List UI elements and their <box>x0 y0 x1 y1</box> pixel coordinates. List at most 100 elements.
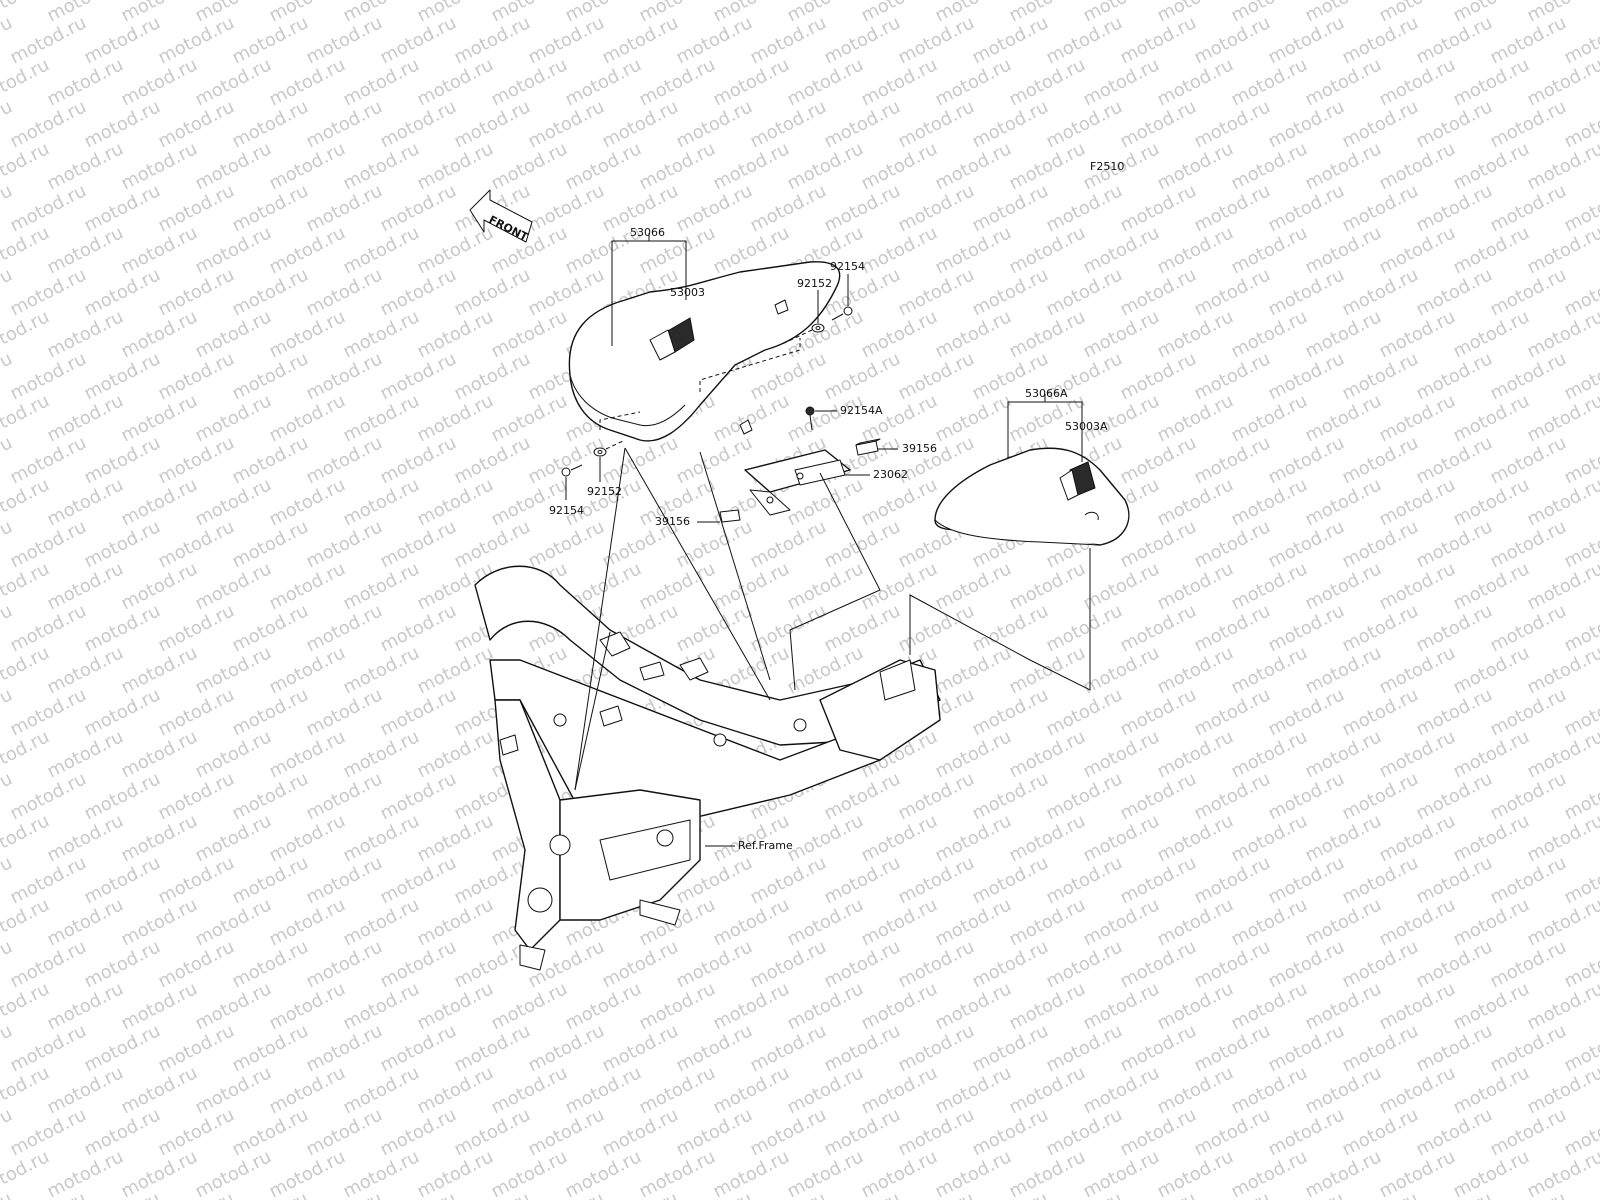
watermark-text: motod.ru <box>1117 768 1200 824</box>
watermark-text: motod.ru <box>784 54 867 110</box>
watermark-text: motod.ru <box>488 54 571 110</box>
watermark-text: motod.ru <box>1043 1104 1126 1160</box>
watermark-text: motod.ru <box>81 96 164 152</box>
watermark-text: motod.ru <box>1154 222 1237 278</box>
watermark-text: motod.ru <box>673 12 756 68</box>
watermark-text: motod.ru <box>1487 1020 1570 1076</box>
watermark-text: motod.ru <box>414 810 497 866</box>
watermark-text: motod.ru <box>1006 306 1089 362</box>
watermark-text: motod.ru <box>1043 264 1126 320</box>
watermark-text: motod.ru <box>858 1062 941 1118</box>
watermark-text: motod.ru <box>1339 264 1422 320</box>
watermark-text: motod.ru <box>303 684 386 740</box>
watermark-text: motod.ru <box>1450 474 1533 530</box>
watermark-text: motod.ru <box>1191 684 1274 740</box>
watermark-text: motod.ru <box>636 558 719 614</box>
watermark-text: motod.ru <box>784 1062 867 1118</box>
watermark-text: motod.ru <box>858 306 941 362</box>
watermark-text: motod.ru <box>155 1104 238 1160</box>
watermark-text: motod.ru <box>1117 936 1200 992</box>
watermark-text: motod.ru <box>414 894 497 950</box>
watermark-text: motod.ru <box>1191 936 1274 992</box>
watermark-text: motod.ru <box>451 432 534 488</box>
watermark-text: motod.ru <box>1265 348 1348 404</box>
watermark-text: motod.ru <box>1413 96 1496 152</box>
watermark-text: motod.ru <box>1154 810 1237 866</box>
watermark-text: motod.ru <box>7 432 90 488</box>
watermark-text: motod.ru <box>1376 1146 1459 1200</box>
watermark-text: motod.ru <box>1117 684 1200 740</box>
label-92152-top: 92152 <box>797 277 832 290</box>
watermark-text: motod.ru <box>118 222 201 278</box>
watermark-text: motod.ru <box>229 1020 312 1076</box>
bolt-92154a-icon <box>805 406 815 431</box>
watermark-text: motod.ru <box>1154 54 1237 110</box>
watermark-text: motod.ru <box>525 1020 608 1076</box>
watermark-text: motod.ru <box>488 1062 571 1118</box>
watermark-text: motod.ru <box>1117 348 1200 404</box>
watermark-text: motod.ru <box>1043 768 1126 824</box>
watermark-text: motod.ru <box>266 978 349 1034</box>
watermark-text: motod.ru <box>895 768 978 824</box>
watermark-text: motod.ru <box>1376 726 1459 782</box>
watermark-text: motod.ru <box>1117 180 1200 236</box>
watermark-text: motod.ru <box>710 1062 793 1118</box>
watermark-text: motod.ru <box>44 222 127 278</box>
watermark-text: motod.ru <box>155 348 238 404</box>
watermark-text: motod.ru <box>1265 96 1348 152</box>
watermark-text: motod.ru <box>81 852 164 908</box>
watermark-text: motod.ru <box>599 12 682 68</box>
watermark-text: motod.ru <box>1006 558 1089 614</box>
watermark-text: motod.ru <box>895 96 978 152</box>
watermark-text: motod.ru <box>747 180 830 236</box>
watermark-text: motod.ru <box>858 894 941 950</box>
watermark-text: motod.ru <box>1191 348 1274 404</box>
watermark-text: motod.ru <box>1413 768 1496 824</box>
watermark-text: motod.ru <box>488 978 571 1034</box>
watermark-text: motod.ru <box>118 978 201 1034</box>
watermark-text: motod.ru <box>1265 432 1348 488</box>
watermark-text: motod.ru <box>44 894 127 950</box>
watermark-text: motod.ru <box>1265 1020 1348 1076</box>
watermark-text: motod.ru <box>858 138 941 194</box>
watermark-text: motod.ru <box>562 138 645 194</box>
watermark-text: motod.ru <box>747 1104 830 1160</box>
watermark-text: motod.ru <box>1339 432 1422 488</box>
watermark-text: motod.ru <box>1376 810 1459 866</box>
watermark-text: motod.ru <box>229 936 312 992</box>
watermark-text: motod.ru <box>488 1146 571 1200</box>
watermark-text: motod.ru <box>821 852 904 908</box>
watermark-text: motod.ru <box>1376 306 1459 362</box>
watermark-text: motod.ru <box>525 180 608 236</box>
watermark-text: motod.ru <box>1487 600 1570 656</box>
watermark-text: motod.ru <box>229 264 312 320</box>
watermark-text: motod.ru <box>266 1062 349 1118</box>
watermark-text: motod.ru <box>1154 642 1237 698</box>
watermark-text: motod.ru <box>377 264 460 320</box>
watermark-text: motod.ru <box>1080 54 1163 110</box>
watermark-text: motod.ru <box>784 138 867 194</box>
watermark-text: motod.ru <box>747 96 830 152</box>
watermark-text: motod.ru <box>229 684 312 740</box>
watermark-text: motod.ru <box>1302 222 1385 278</box>
watermark-text: motod.ru <box>1228 1062 1311 1118</box>
watermark-text: motod.ru <box>1228 642 1311 698</box>
watermark-text: motod.ru <box>1265 768 1348 824</box>
watermark-text: motod.ru <box>562 54 645 110</box>
watermark-text: motod.ru <box>1228 222 1311 278</box>
watermark-text: motod.ru <box>192 222 275 278</box>
watermark-text: motod.ru <box>599 1020 682 1076</box>
watermark-text: motod.ru <box>1080 894 1163 950</box>
watermark-text: motod.ru <box>7 516 90 572</box>
watermark-text: motod.ru <box>1228 1146 1311 1200</box>
watermark-text: motod.ru <box>229 96 312 152</box>
watermark-text: motod.ru <box>784 810 867 866</box>
watermark-text: motod.ru <box>562 1146 645 1200</box>
watermark-text: motod.ru <box>969 264 1052 320</box>
watermark-text: motod.ru <box>340 306 423 362</box>
watermark-text: motod.ru <box>1265 180 1348 236</box>
watermark-text: motod.ru <box>377 180 460 236</box>
watermark-text: motod.ru <box>44 1146 127 1200</box>
watermark-text: motod.ru <box>1339 348 1422 404</box>
